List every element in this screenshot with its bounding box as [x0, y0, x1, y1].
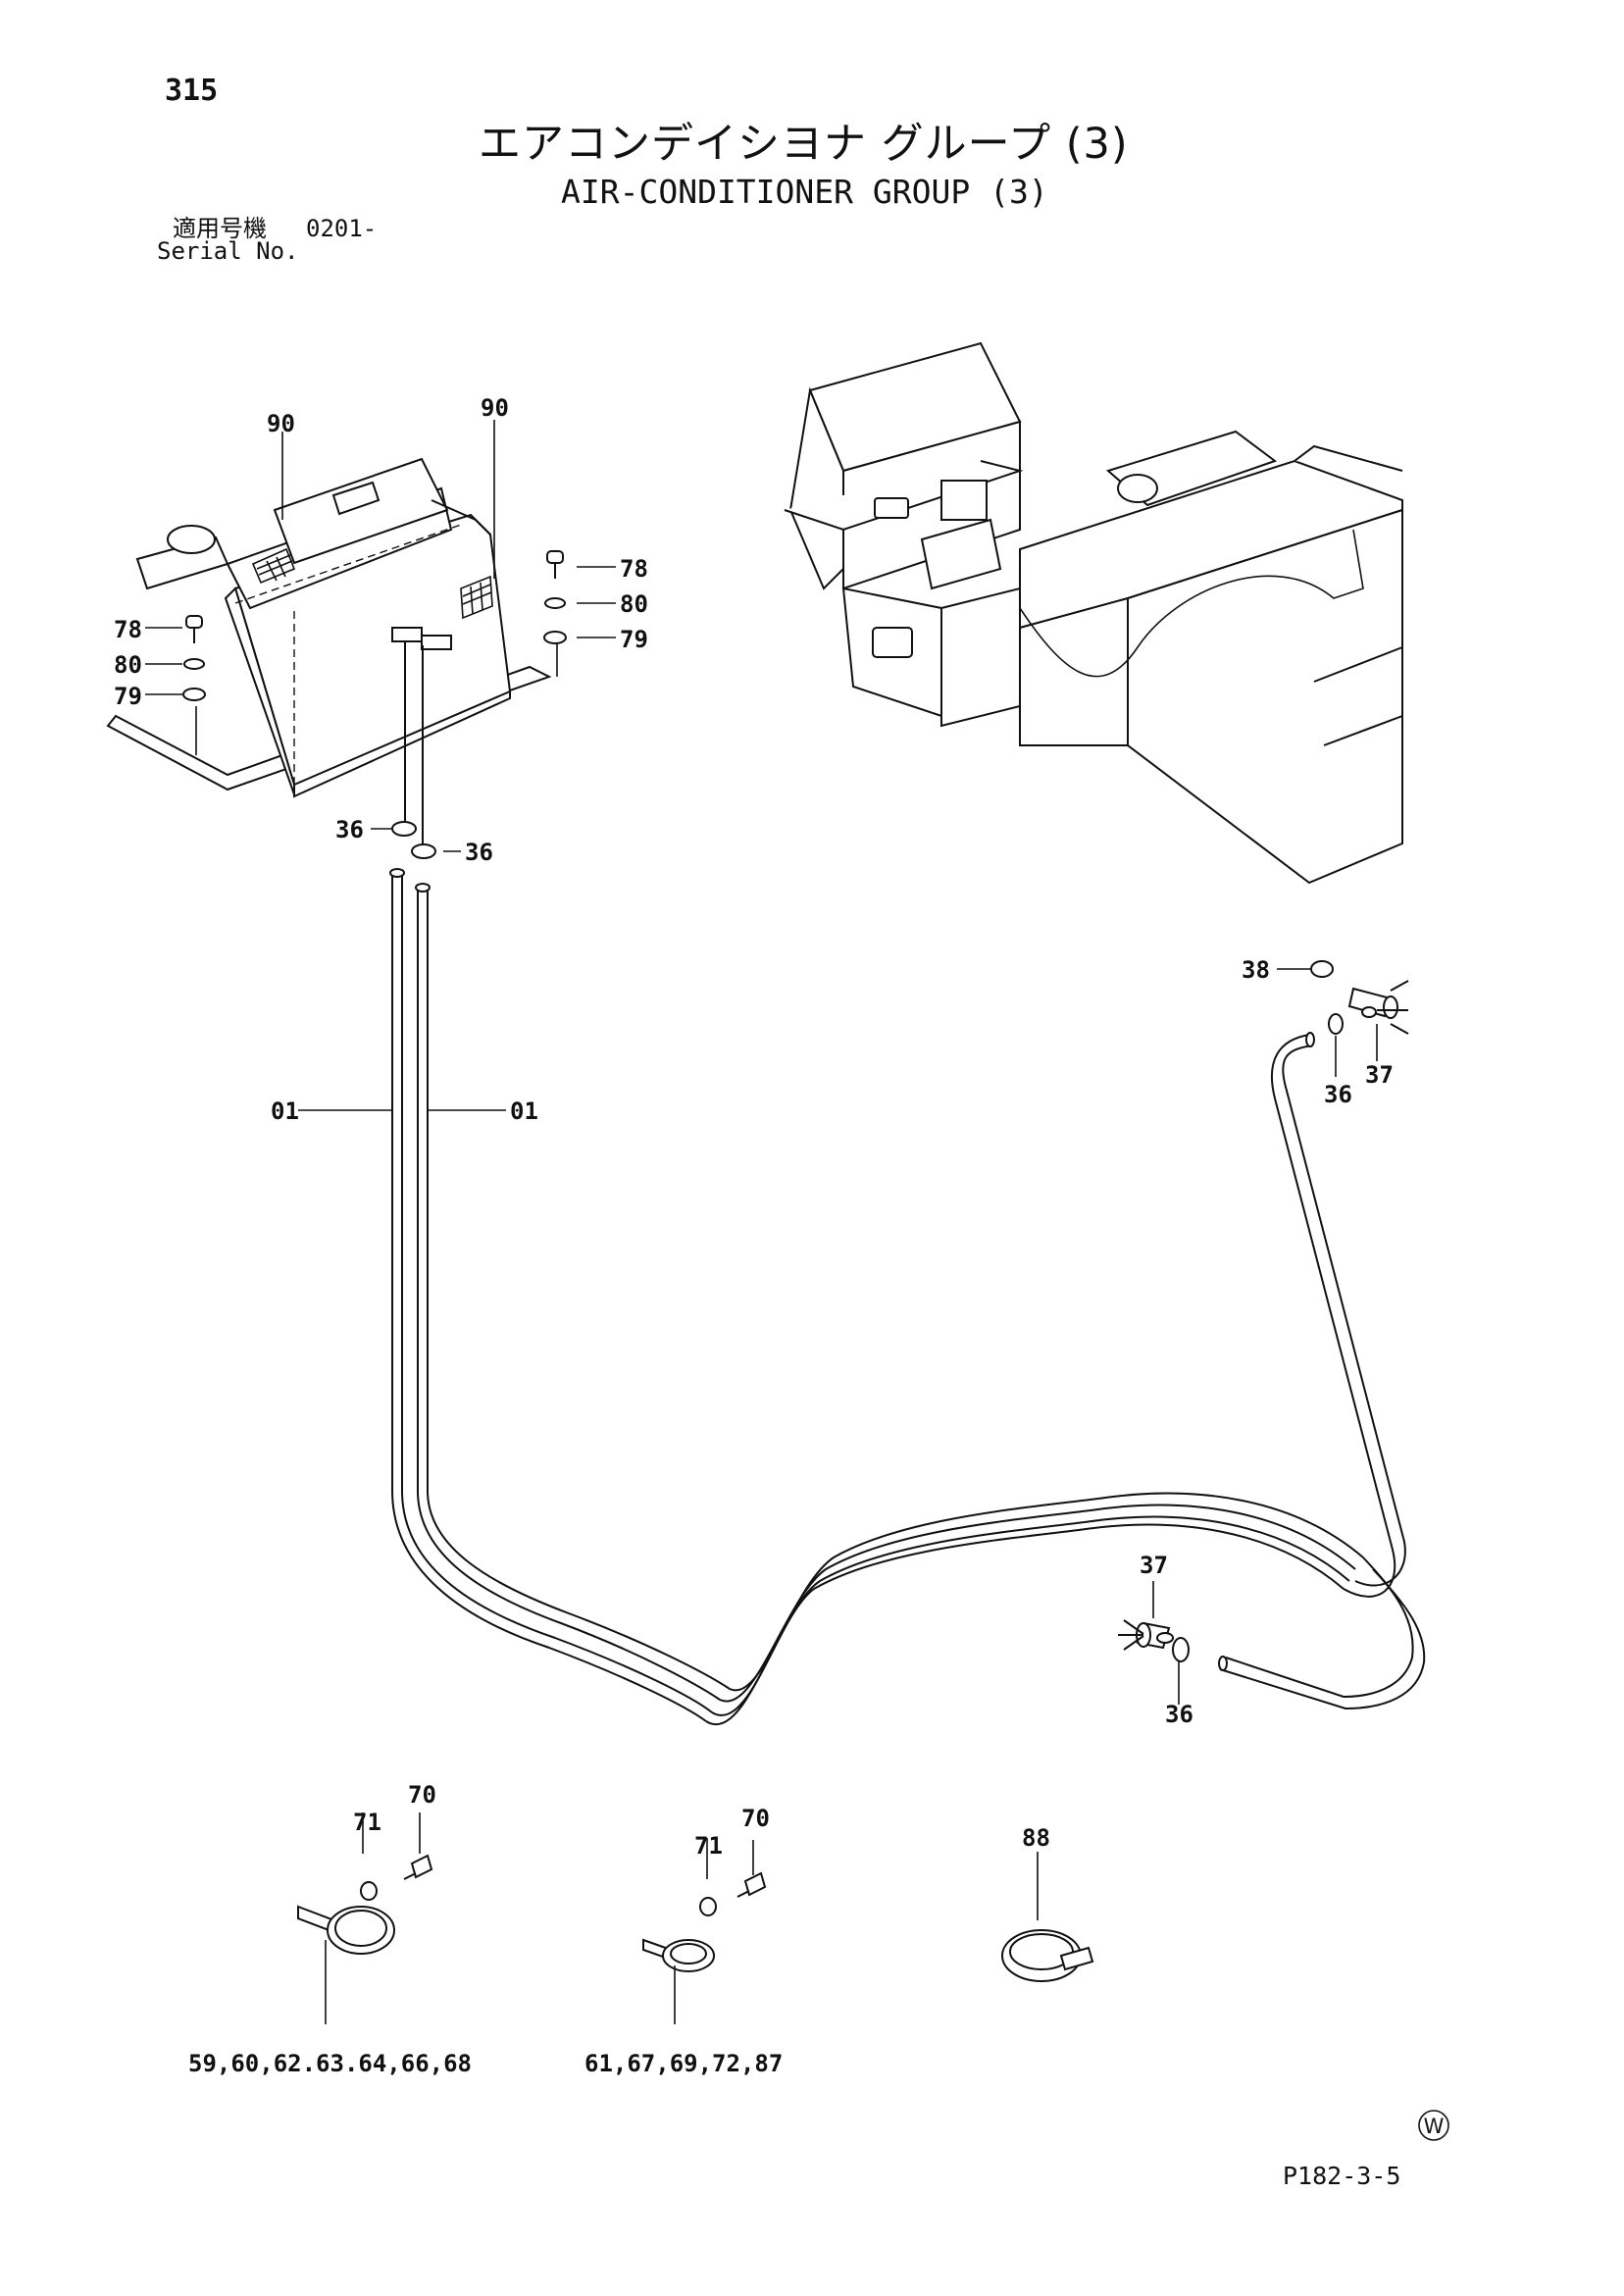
- callout-80-a: 80: [620, 590, 648, 618]
- bolt-icon: [403, 1854, 433, 1880]
- callout-labels: 90 90 78 80 79 78 80 79 36 36 01 01 38 3…: [114, 394, 1394, 2077]
- callout-71-b: 71: [694, 1832, 723, 1860]
- serial-label-japanese: 適用号機: [173, 215, 267, 242]
- bolt-icon: [736, 1871, 767, 1898]
- callout-group-a: 59,60,62.63.64,66,68: [188, 2050, 472, 2077]
- hose-clamp-icon: [391, 821, 417, 837]
- callout-37-b: 37: [1140, 1552, 1168, 1579]
- serial-number-value: 0201-: [306, 215, 378, 242]
- pipe-clamp-icon: [297, 1905, 395, 1955]
- w-mark: W: [1418, 2110, 1449, 2141]
- callout-78-a: 78: [620, 555, 648, 583]
- callout-88: 88: [1022, 1824, 1050, 1852]
- leader-lines-unit: [145, 420, 616, 852]
- callout-80-b: 80: [114, 651, 142, 679]
- w-mark-letter: W: [1424, 2115, 1445, 2138]
- callout-group-b: 61,67,69,72,87: [584, 2050, 783, 2077]
- callout-90-b: 90: [481, 394, 509, 422]
- drain-valve-icon: [1347, 980, 1409, 1035]
- hose-clamp-icon: [1172, 1637, 1190, 1662]
- drain-valve-icon: [1118, 1619, 1174, 1651]
- band-clamp: [1001, 1852, 1094, 1982]
- hose-clamp-icon: [411, 843, 436, 859]
- callout-70-b: 70: [741, 1805, 770, 1832]
- callout-79-a: 79: [620, 626, 648, 653]
- callout-37-a: 37: [1365, 1061, 1394, 1089]
- washer-icon: [544, 597, 566, 609]
- drain-valve-upper: [1277, 960, 1409, 1077]
- bolt-washer-set-right: [543, 550, 567, 644]
- callout-01-b: 01: [510, 1097, 538, 1125]
- callout-36-d: 36: [1165, 1701, 1193, 1728]
- callout-70-a: 70: [408, 1781, 436, 1809]
- callout-90-a: 90: [267, 410, 295, 437]
- page-number: 315: [165, 74, 219, 108]
- callout-36-c: 36: [1324, 1081, 1352, 1108]
- mesh-panel-top: [251, 547, 296, 585]
- mesh-panel-side: [460, 575, 493, 620]
- page-title-english: AIR-CONDITIONER GROUP (3): [561, 173, 1048, 211]
- clamp-assembly-b: [642, 1838, 767, 2024]
- page-title-japanese: エアコンデイシヨナ グループ (3): [479, 120, 1129, 169]
- serial-label-english: Serial No.: [157, 237, 299, 265]
- drain-valve-lower: [1118, 1581, 1190, 1705]
- bolt-icon: [546, 550, 564, 579]
- machine-frame: [784, 341, 1403, 885]
- pipe-clamp-icon: [642, 1938, 715, 1972]
- spring-washer-icon: [699, 1897, 717, 1916]
- washer-icon: [183, 658, 205, 670]
- callout-79-b: 79: [114, 683, 142, 710]
- drain-hose-pair: [298, 868, 1426, 1725]
- lock-washer-icon: [543, 631, 567, 644]
- clamp-assembly-a: [297, 1812, 433, 2024]
- hose-clamp-icon: [1328, 1013, 1344, 1035]
- callout-36-b: 36: [465, 839, 493, 866]
- callout-01-a: 01: [271, 1097, 299, 1125]
- spring-washer-icon: [360, 1881, 378, 1901]
- callout-78-b: 78: [114, 616, 142, 643]
- bolt-icon: [185, 615, 203, 643]
- cap-nut-icon: [1310, 960, 1334, 978]
- callout-38: 38: [1242, 956, 1270, 984]
- lock-washer-icon: [182, 688, 206, 701]
- callout-36-a: 36: [335, 816, 364, 843]
- air-conditioner-unit: [106, 457, 552, 843]
- bolt-washer-set-left: [182, 615, 206, 701]
- callout-71-a: 71: [353, 1809, 381, 1836]
- drawing-id: P182-3-5: [1283, 2162, 1401, 2190]
